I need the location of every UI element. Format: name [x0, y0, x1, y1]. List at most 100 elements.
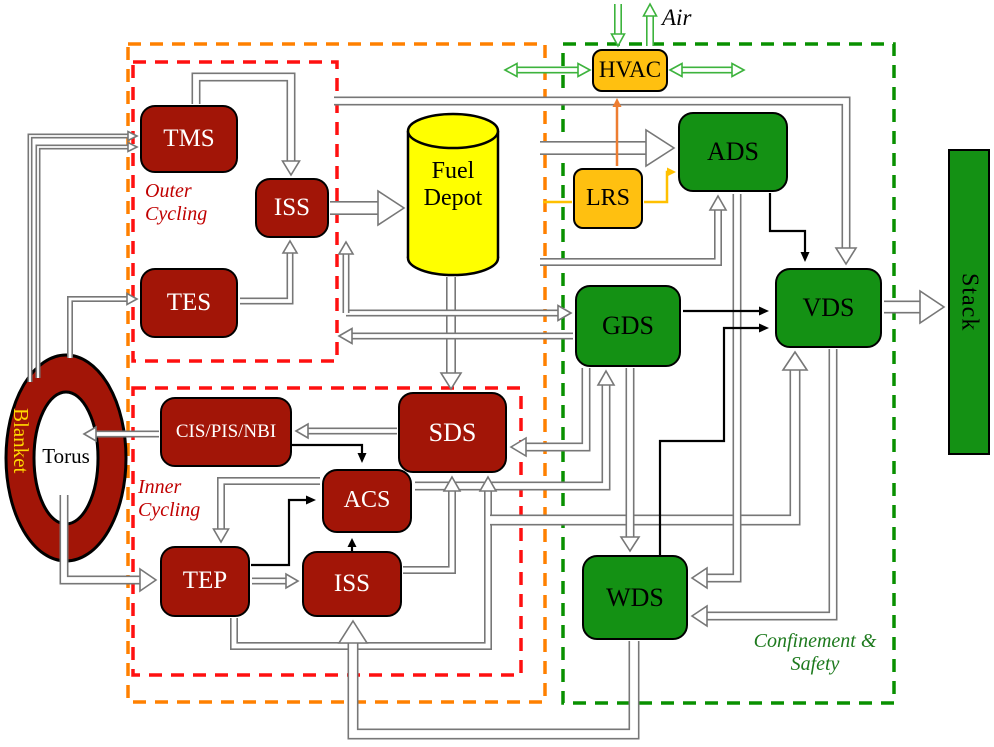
arrow-lrs-to-ads	[644, 170, 669, 204]
arrow-iss-inner-to-acs-head	[347, 538, 357, 547]
arrow-vds-to-wds-head	[690, 604, 708, 628]
node-vds: VDS	[775, 268, 882, 348]
arrow-cis-to-torus-head	[82, 425, 97, 443]
node-tes-label: TES	[166, 288, 212, 316]
region-inner-cycling	[131, 386, 523, 677]
arrow-wds-to-iss-inner-inner	[349, 638, 638, 738]
blanket-text: Blanket	[9, 408, 33, 474]
region-inner-cycling-label: Inner Cycling	[138, 476, 201, 521]
node-vds-label: VDS	[802, 293, 855, 323]
fuel-depot-cylinder-body	[408, 131, 498, 258]
region-outer-cycling-label: Outer Cycling	[145, 180, 208, 225]
node-tes: TES	[140, 268, 238, 338]
arrow-torus-to-tep-inner	[61, 495, 144, 583]
arrow-inner-to-vds-inner	[490, 366, 799, 524]
node-gds: GDS	[575, 285, 681, 367]
arrow-to-ads-bottom-head	[708, 194, 728, 211]
arrow-ads-to-wds-inner	[704, 194, 740, 581]
node-sds: SDS	[398, 392, 507, 473]
arrow-to-ads-head	[645, 128, 676, 168]
node-iss-outer-label: ISS	[273, 193, 311, 221]
arrow-tes-to-iss	[240, 250, 294, 305]
node-sds-label: SDS	[428, 417, 477, 447]
node-iss-outer: ISS	[255, 178, 329, 238]
arrow-acs-to-tep-head	[212, 528, 230, 544]
arrow-iss-inner-to-sds-inner	[403, 488, 455, 573]
arrow-tep-to-iss-inner-head	[285, 572, 300, 590]
node-cis-pis-nbi: CIS/PIS/NBI	[160, 397, 292, 467]
node-wds: WDS	[582, 555, 688, 640]
node-hvac: HVAC	[592, 49, 668, 92]
arrow-tep-to-sds-inner	[231, 488, 491, 649]
node-tep: TEP	[160, 546, 250, 617]
node-blanket-label: Blanket	[8, 408, 33, 518]
node-stack-label: Stack	[956, 272, 983, 332]
arrow-tep-to-acs	[251, 498, 308, 567]
arrow-vds-to-stack-head	[919, 289, 946, 325]
node-cis-pis-nbi-label: CIS/PIS/NBI	[175, 421, 277, 443]
arrow-cis-to-acs-head	[357, 453, 367, 463]
arrow-return-to-iss-head	[337, 240, 355, 255]
arrow-tes-to-iss-inner	[240, 250, 292, 303]
arrow-acs-to-tep	[217, 477, 320, 532]
node-ads-label: ADS	[706, 137, 759, 167]
region-fuel-cycle-outline	[126, 42, 547, 704]
fuel-depot-cylinder-top	[406, 112, 500, 150]
arrow-acs-to-gds-inner	[415, 382, 609, 489]
node-gds-label: GDS	[601, 311, 654, 341]
arrow-torus-to-tms-b-inner	[37, 146, 130, 378]
arrow-ads-to-wds-head	[690, 566, 708, 590]
arrow-tes-to-iss-head	[281, 239, 299, 254]
node-iss-inner-label: ISS	[333, 569, 371, 597]
arrow-tep-to-acs-head	[306, 495, 316, 505]
node-torus-label: Torus	[42, 444, 90, 468]
arrow-fuel-depot-to-sds-head	[439, 372, 463, 391]
node-iss-inner: ISS	[302, 551, 402, 617]
arrow-hvac-right-flow-head1	[731, 62, 746, 78]
arrow-to-ads-bottom-inner	[540, 207, 721, 265]
arrow-torus-to-tes-head	[126, 292, 139, 306]
arrow-acs-to-gds-head	[596, 369, 616, 386]
arrow-torus-to-tes-inner	[68, 297, 129, 358]
arrow-torus-to-tms-a-inner	[29, 135, 130, 382]
arrow-torus-to-tep-head	[139, 567, 158, 593]
arrow-wds-to-iss-inner-head	[337, 619, 369, 644]
arrow-torus-to-tms-a-head	[127, 130, 139, 142]
arrow-outer-to-vds-top-head	[834, 247, 858, 266]
node-ads: ADS	[678, 112, 788, 192]
air-label: Air	[662, 5, 692, 30]
arrow-wds-to-vds-head	[759, 323, 769, 333]
arrow-ads-to-vds	[768, 193, 807, 254]
node-tep-label: TEP	[182, 567, 228, 595]
arrow-outer-to-gds-head	[557, 304, 573, 322]
arrow-torus-to-tes	[67, 296, 129, 358]
arrow-air-exhaust-head	[642, 2, 658, 17]
arrow-torus-to-tms-b-head	[127, 141, 139, 153]
region-confinement-safety-label: Confinement & Safety	[753, 630, 877, 675]
arrow-sds-to-cis-head	[294, 422, 309, 440]
node-acs: ACS	[322, 469, 412, 533]
arrow-iss-inner-to-sds-head	[442, 475, 462, 492]
arrow-ads-to-vds-head	[800, 252, 810, 262]
arrow-gds-to-wds-head	[619, 536, 641, 553]
region-confinement-safety	[561, 42, 896, 705]
node-hvac-label: HVAC	[598, 57, 662, 83]
node-lrs: LRS	[573, 168, 643, 229]
arrow-wds-to-iss-inner	[347, 638, 640, 740]
arrow-inner-to-vds-head	[781, 350, 809, 371]
arrow-torus-to-tms-a	[27, 133, 130, 382]
arrow-hvac-left-flow-head1	[577, 62, 592, 78]
arrow-gds-to-sds-inner	[523, 368, 589, 450]
arrow-tms-to-iss-inner	[193, 74, 294, 164]
arrow-wds-to-vds	[658, 326, 761, 555]
arrow-vds-to-wds-inner	[704, 349, 836, 619]
node-lrs-label: LRS	[585, 184, 630, 211]
arrow-gds-to-outer-head	[337, 327, 353, 345]
node-acs-label: ACS	[343, 487, 391, 514]
arrow-torus-to-tms-b	[35, 144, 130, 378]
arrow-hvac-right-flow-head	[668, 62, 683, 78]
arrow-cis-to-acs	[292, 443, 364, 455]
arrow-iss-to-fuel-depot-head	[377, 189, 406, 227]
arrow-gds-to-vds-head	[759, 306, 769, 316]
